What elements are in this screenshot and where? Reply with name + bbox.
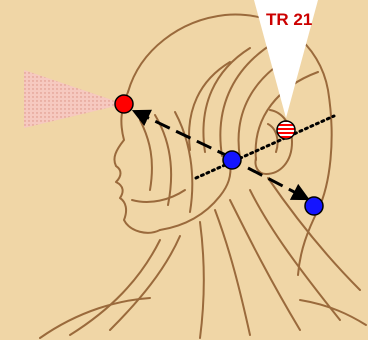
eye-point [115, 95, 133, 113]
tr21-point [277, 121, 295, 139]
point-label: TR 21 [266, 10, 312, 30]
neck-point [305, 197, 323, 215]
middle-point [223, 151, 241, 169]
